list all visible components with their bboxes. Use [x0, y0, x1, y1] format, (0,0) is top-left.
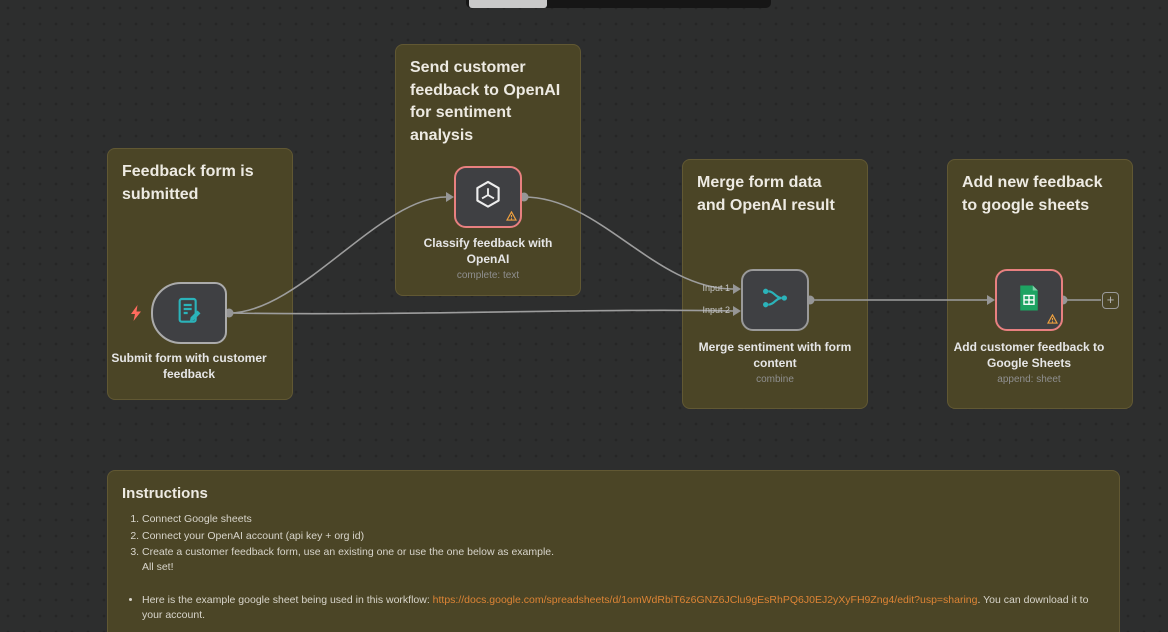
node-subtitle: append: sheet	[997, 374, 1061, 386]
canvas-toolbar-fragment	[466, 0, 771, 8]
node-subtitle: complete: text	[456, 270, 520, 282]
toolbar-pill	[469, 0, 547, 8]
instruction-item: Connect your OpenAI account (api key + o…	[142, 529, 1105, 544]
node-form-trigger[interactable]	[151, 282, 227, 344]
bullet-text-suffix: . You can download it to your account.	[142, 594, 1089, 622]
node-name: Classify feedback with OpenAI	[423, 236, 553, 266]
node-name: Merge sentiment with form content	[698, 340, 852, 370]
add-node-button[interactable]: +	[1102, 292, 1119, 309]
sticky-note-instructions[interactable]: Instructions Connect Google sheets Conne…	[107, 470, 1120, 632]
node-name: Submit form with customer feedback	[111, 351, 267, 381]
merge-input2-label: Input 2	[702, 305, 730, 315]
bullet-text: Here is the example google sheet being u…	[142, 594, 433, 607]
sticky-title: Add new feedback to google sheets	[962, 174, 1103, 214]
sticky-note-sheets[interactable]: Add new feedback to google sheets	[947, 159, 1133, 409]
node-label-form-trigger: Submit form with customer feedback	[104, 351, 274, 382]
node-openai[interactable]	[454, 166, 522, 228]
node-subtitle: combine	[756, 374, 794, 386]
sticky-title: Send customer feedback to OpenAI for sen…	[410, 59, 561, 145]
form-trigger-icon	[173, 295, 205, 332]
instruction-item: Connect Google sheets	[142, 512, 1105, 527]
openai-icon	[471, 178, 505, 217]
node-label-merge: Merge sentiment with form content combin…	[690, 340, 860, 386]
node-google-sheets[interactable]	[995, 269, 1063, 331]
trigger-bolt-icon	[128, 304, 144, 327]
node-merge[interactable]	[741, 269, 809, 331]
connection-form-to-merge2	[228, 309, 734, 315]
merge-input1-label: Input 1	[702, 283, 730, 293]
node-label-google-sheets: Add customer feedback to Google Sheets a…	[944, 340, 1114, 386]
instructions-title: Instructions	[122, 485, 208, 502]
instructions-list: Connect Google sheets Connect your OpenA…	[142, 512, 1105, 575]
merge-icon	[759, 282, 791, 319]
instruction-text: Create a customer feedback form, use an …	[142, 545, 555, 558]
warning-icon	[505, 209, 518, 225]
bullet-item: Here is the example google sheet being u…	[142, 593, 1105, 623]
sticky-title: Merge form data and OpenAI result	[697, 174, 835, 214]
spreadsheet-link[interactable]: https://docs.google.com/spreadsheets/d/1…	[432, 594, 978, 607]
node-label-openai: Classify feedback with OpenAI complete: …	[403, 236, 573, 282]
warning-icon	[1046, 312, 1059, 328]
node-name: Add customer feedback to Google Sheets	[953, 340, 1105, 370]
instruction-note: All set!	[142, 560, 174, 573]
instruction-item: Create a customer feedback form, use an …	[142, 545, 1105, 575]
instructions-bullets: Here is the example google sheet being u…	[142, 593, 1105, 623]
google-sheets-icon	[1014, 283, 1044, 318]
sticky-title: Feedback form is submitted	[122, 163, 254, 203]
